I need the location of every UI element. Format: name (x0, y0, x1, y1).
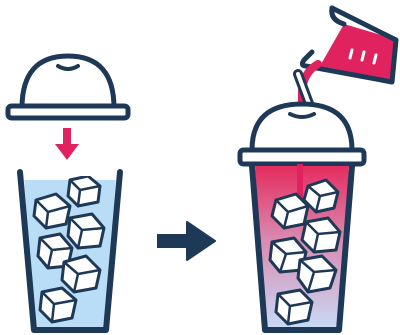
measuring-jug-icon (302, 8, 398, 82)
cup-icon (20, 172, 120, 330)
ice-cube-icon (68, 176, 100, 206)
down-arrow-icon (55, 128, 79, 160)
dome-lid-icon (8, 56, 128, 118)
ice-cube-icon (302, 218, 340, 252)
right-scene (240, 8, 398, 332)
cup-icon (250, 150, 360, 332)
ice-cube-icon (304, 180, 338, 212)
right-arrow-icon (157, 222, 215, 260)
ice-cube-icon (272, 194, 308, 228)
dome-lid-icon (240, 104, 364, 164)
left-scene (8, 56, 128, 330)
ice-cube-icon (276, 290, 312, 324)
